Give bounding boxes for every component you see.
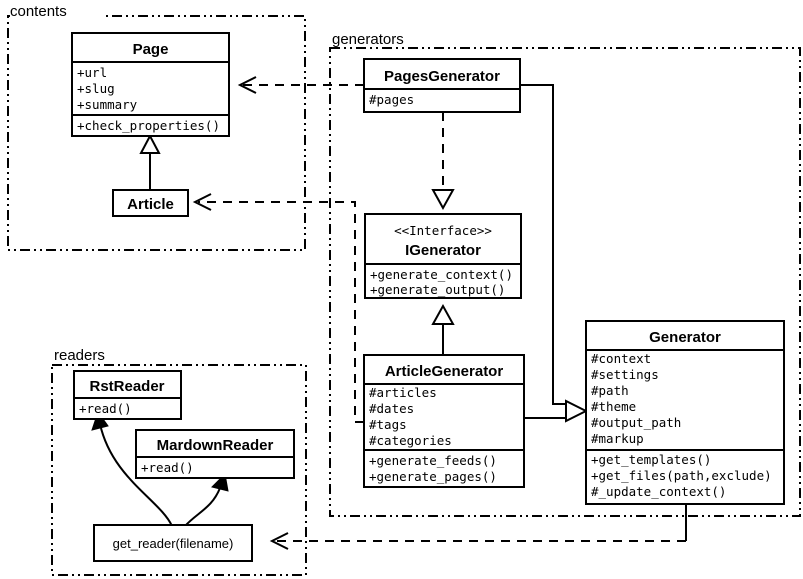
- class-igenerator-title: IGenerator: [405, 242, 481, 259]
- class-generator-attribute: #markup: [591, 431, 644, 446]
- edge-pagesgenerator-to-igenerator: [431, 112, 455, 211]
- edge-article-to-page: [139, 133, 161, 190]
- class-article-generator-attribute: #dates: [369, 401, 414, 416]
- class-page-title: Page: [133, 41, 169, 58]
- class-mardown-reader-box[interactable]: [135, 429, 295, 479]
- class-igenerator-stereotype: <<Interface>>: [394, 223, 492, 238]
- class-generator-method: +get_templates(): [591, 452, 711, 467]
- class-article-title: Article: [127, 196, 174, 213]
- class-article-box[interactable]: [112, 189, 189, 217]
- class-generator[interactable]: Generator #context #settings #path #them…: [585, 320, 785, 505]
- package-readers-label: readers: [54, 347, 105, 364]
- edge-articlegenerator-to-generator: [524, 399, 589, 423]
- edge-getreader-to-mardownreader: [184, 472, 229, 527]
- edge-articlegenerator-to-igenerator: [431, 303, 455, 355]
- edge-generator-to-getreader: [269, 504, 687, 550]
- class-generator-attribute: #path: [591, 383, 629, 398]
- class-generator-attribute: #context: [591, 351, 651, 366]
- package-contents-label: contents: [10, 3, 67, 20]
- package-readers-border: [51, 364, 307, 576]
- class-page-attribute: +slug: [77, 81, 115, 96]
- package-contents-label-bg: [10, 6, 102, 22]
- class-rst-reader[interactable]: RstReader +read(): [73, 370, 182, 420]
- package-generators-label: generators: [332, 31, 404, 48]
- class-igenerator[interactable]: <<Interface>> IGenerator +generate_conte…: [364, 213, 522, 299]
- package-generators: generators: [329, 30, 801, 517]
- edge-pagesgenerator-to-page: [237, 76, 364, 94]
- class-article-generator-box[interactable]: [363, 354, 525, 488]
- class-pages-generator-title: PagesGenerator: [384, 68, 500, 85]
- class-pages-generator[interactable]: PagesGenerator #pages: [363, 58, 521, 113]
- class-igenerator-method: +generate_output(): [370, 282, 505, 297]
- class-page-box[interactable]: [71, 32, 230, 137]
- class-mardown-reader-method: +read(): [141, 460, 194, 475]
- class-article-generator-method: +generate_feeds(): [369, 453, 497, 468]
- package-contents-border: [7, 15, 306, 251]
- package-readers-label-bg: [54, 345, 134, 363]
- class-igenerator-method: +generate_context(): [370, 267, 513, 282]
- class-article-generator-attribute: #tags: [369, 417, 407, 432]
- class-generator-attribute: #output_path: [591, 415, 681, 430]
- class-article-generator[interactable]: ArticleGenerator #articles #dates #tags …: [363, 354, 525, 488]
- package-generators-label-bg: [332, 30, 432, 47]
- class-article-generator-attribute: #categories: [369, 433, 452, 448]
- class-article[interactable]: Article: [112, 189, 189, 217]
- class-igenerator-box[interactable]: [364, 213, 522, 299]
- function-get-reader-box[interactable]: [93, 524, 253, 562]
- class-rst-reader-method: +read(): [79, 401, 132, 416]
- class-generator-attribute: #settings: [591, 367, 659, 382]
- edge-articlegenerator-to-article: [192, 193, 364, 423]
- class-pages-generator-box[interactable]: [363, 58, 521, 113]
- class-article-generator-method: +generate_pages(): [369, 469, 497, 484]
- class-pages-generator-attribute: #pages: [369, 92, 414, 107]
- function-get-reader[interactable]: get_reader(filename): [93, 524, 253, 562]
- edge-pagesgenerator-to-generator: [520, 84, 566, 405]
- class-generator-method: #_update_context(): [591, 484, 726, 499]
- package-generators-border: [329, 47, 801, 517]
- class-rst-reader-box[interactable]: [73, 370, 182, 420]
- class-generator-method: +get_files(path,exclude): [591, 468, 772, 483]
- class-page-attribute: +summary: [77, 97, 138, 112]
- class-page-method: +check_properties(): [77, 118, 220, 133]
- class-article-generator-title: ArticleGenerator: [385, 363, 504, 380]
- class-generator-title: Generator: [649, 329, 721, 346]
- class-generator-attribute: #theme: [591, 399, 636, 414]
- class-page[interactable]: Page +url +slug +summary +check_properti…: [71, 32, 230, 137]
- package-readers: readers: [51, 345, 307, 576]
- function-get-reader-label: get_reader(filename): [113, 536, 234, 551]
- class-mardown-reader-title: MardownReader: [157, 437, 274, 454]
- class-mardown-reader[interactable]: MardownReader +read(): [135, 429, 295, 479]
- class-page-attribute: +url: [77, 65, 107, 80]
- class-rst-reader-title: RstReader: [89, 378, 164, 395]
- package-contents: contents: [7, 3, 306, 251]
- class-article-generator-attribute: #articles: [369, 385, 437, 400]
- class-generator-box[interactable]: [585, 320, 785, 505]
